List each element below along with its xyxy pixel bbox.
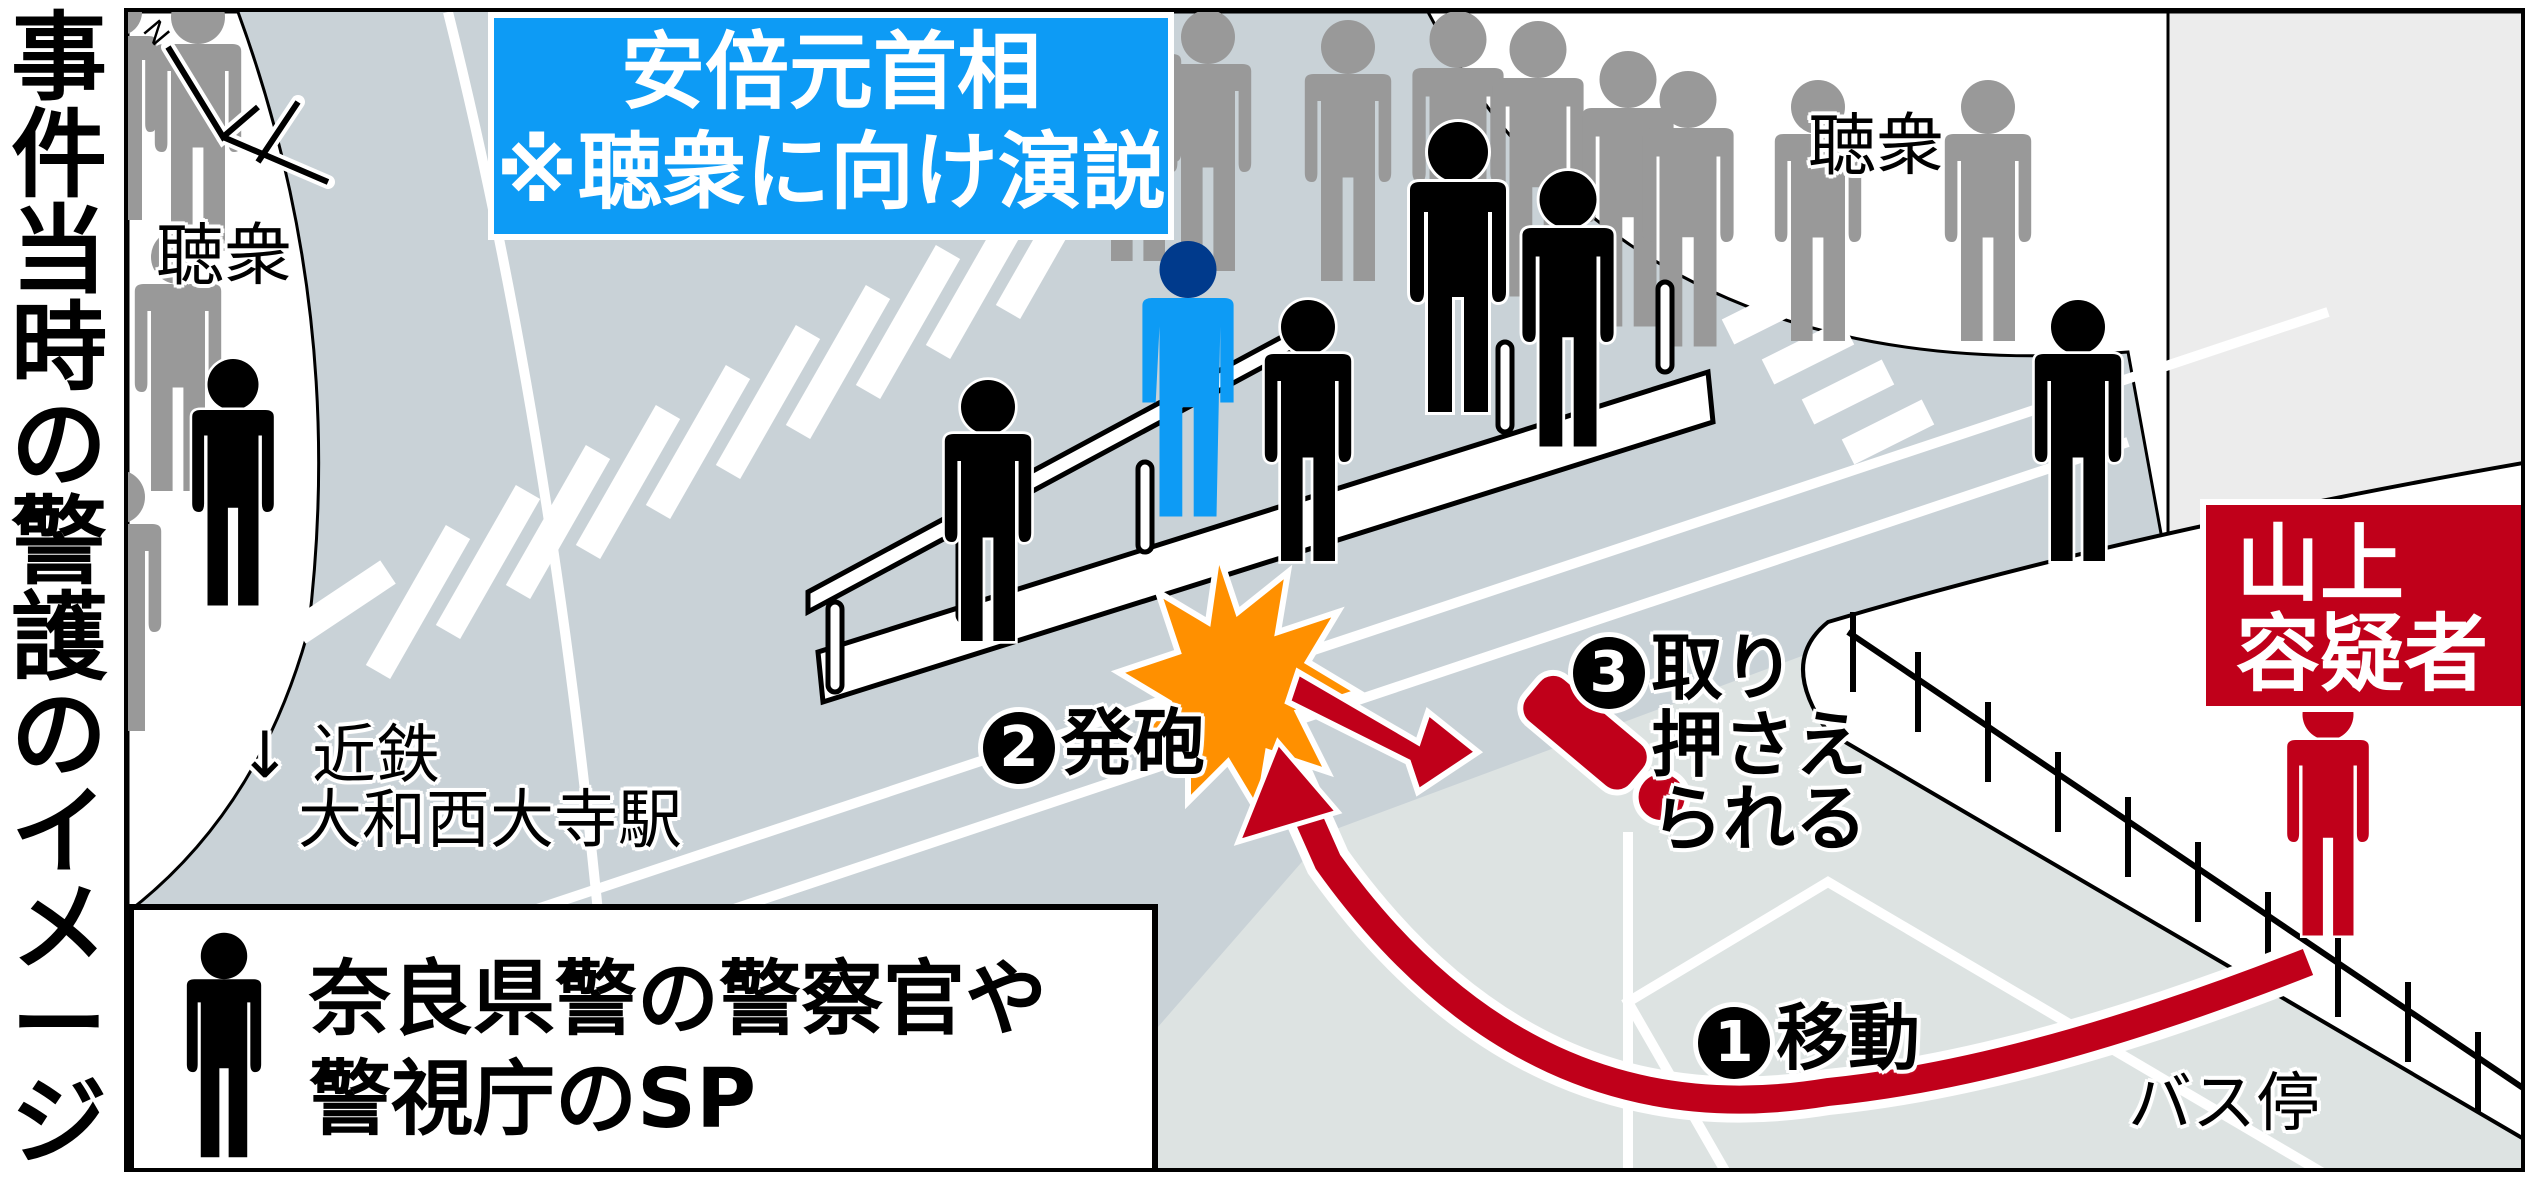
- step-3-number: 3: [1573, 637, 1645, 710]
- legend-line2: 警視庁のSP: [309, 1052, 757, 1147]
- step-2-number: 2: [983, 712, 1055, 785]
- station-line1: 近鉄: [311, 719, 440, 793]
- north-compass-icon: N: [137, 14, 335, 189]
- legend-text: 奈良県警の警察官や 警視庁のSP: [309, 950, 1047, 1150]
- title-char: の: [11, 679, 107, 792]
- title-char: 護: [11, 582, 107, 695]
- step-2-text: 発砲: [1061, 701, 1206, 785]
- police-figure-icon: [186, 932, 262, 1158]
- step-3-line2: 押さえ: [1651, 703, 1868, 788]
- vertical-title: 事 件 当 時 の 警 護 の イ メ ー ジ: [0, 0, 118, 1180]
- title-char: 件: [11, 98, 107, 211]
- suspect-callout-line1: 山上: [2236, 515, 2405, 613]
- audience-label-left: 聴衆: [156, 217, 293, 296]
- legend-line1: 奈良県警の警察官や: [309, 952, 1048, 1047]
- title-char: 警: [11, 485, 107, 598]
- legend-box: 奈良県警の警察官や 警視庁のSP: [128, 904, 1158, 1168]
- suspect-callout-line2: 容疑者: [2236, 605, 2489, 703]
- title-char: メ: [11, 872, 107, 985]
- down-arrow-icon: ↓: [238, 719, 292, 793]
- abe-callout: 安倍元首相 ※聴衆に向け演説: [488, 12, 1174, 240]
- title-char: イ: [11, 775, 107, 888]
- title-char: ー: [11, 969, 107, 1082]
- title-char: 時: [11, 292, 107, 405]
- bus-stop-label: バス停: [2128, 1067, 2320, 1141]
- step-3-line3: られる: [1651, 776, 1868, 861]
- title-char: 当: [11, 195, 107, 308]
- title-char: の: [11, 388, 107, 501]
- abe-callout-note: ※聴衆に向け演説: [496, 123, 1166, 221]
- step-3-line1: 取り: [1651, 626, 1796, 710]
- step-1-number: 1: [1698, 1007, 1770, 1080]
- audience-label-top: 聴衆: [1808, 107, 1945, 186]
- abe-callout-name: 安倍元首相: [620, 23, 1041, 121]
- step-1-text: 移動: [1776, 996, 1921, 1080]
- station-line2: 大和西大寺駅: [298, 784, 682, 859]
- incident-map: 安倍元首相 ※聴衆に向け演説 山上 容疑者 聴衆 聴衆 ↓ 近鉄 大和西大寺駅 …: [124, 8, 2525, 1172]
- station-label: ↓ 近鉄 大和西大寺駅: [238, 723, 682, 859]
- suspect-callout: 山上 容疑者: [2200, 499, 2521, 712]
- title-char: 事: [11, 2, 107, 114]
- title-char: ジ: [11, 1065, 107, 1178]
